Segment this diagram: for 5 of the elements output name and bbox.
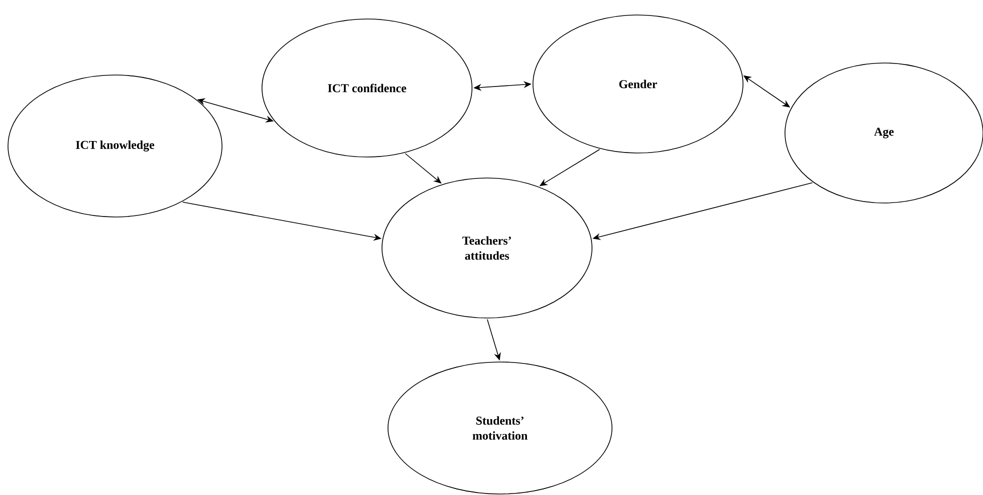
ellipse-node: Gender — [532, 14, 744, 154]
ellipse-node: ICT confidence — [262, 18, 472, 158]
ellipse-node: Teachers’ attitudes — [382, 178, 592, 318]
ellipse-node: ICT knowledge — [8, 74, 222, 218]
ellipse-node: Students’ motivation — [388, 362, 612, 494]
